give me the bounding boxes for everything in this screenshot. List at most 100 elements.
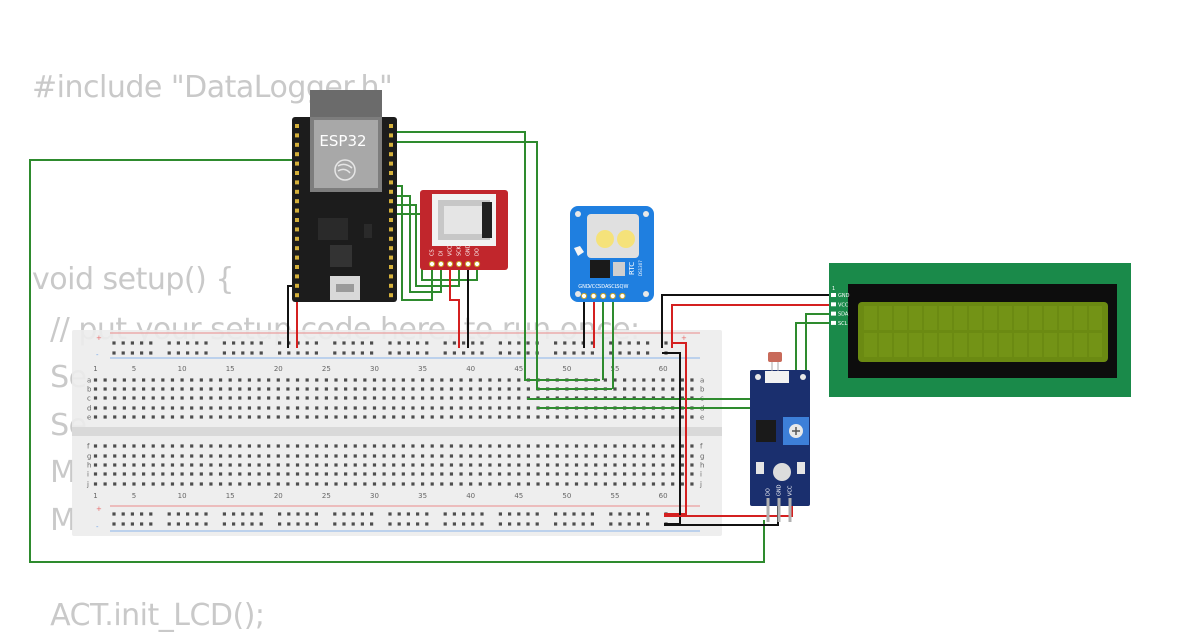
esp32-pin	[389, 208, 393, 213]
wire-i2c-scl[interactable]	[392, 141, 612, 390]
sensor-pin	[766, 498, 770, 522]
esp32-pin	[389, 133, 393, 138]
sd-pin-label: CS	[430, 249, 436, 256]
wire-lcd-scl[interactable]	[537, 322, 833, 409]
wire-i2c-sda[interactable]	[392, 131, 600, 381]
bb-column-label: 1	[93, 365, 97, 373]
esp32-pin	[389, 142, 393, 147]
sd-pin-label: SCK	[457, 245, 463, 256]
sensor-pin	[777, 498, 781, 522]
esp32-pin	[295, 236, 299, 241]
bb-column-label: 55	[611, 365, 620, 373]
esp32-pin	[389, 199, 393, 204]
ldr-sensor-icon	[768, 352, 782, 362]
rtc-pin-label: VCC	[588, 284, 599, 290]
rtc-pin-label: GND	[578, 284, 590, 290]
esp32-pin	[295, 124, 299, 128]
lcd-pin	[831, 293, 836, 297]
rtc-pin	[590, 292, 597, 300]
esp32-pin	[389, 180, 393, 185]
bb-column-label: 10	[178, 365, 187, 373]
code-line-include: #include "DataLogger.h"	[32, 70, 393, 105]
sd-pin	[473, 260, 481, 268]
bb-column-label: 50	[562, 492, 571, 500]
bb-column-label: 5	[132, 492, 136, 500]
bb-row-label: f	[700, 443, 703, 451]
bb-row-label: j	[699, 481, 702, 489]
esp32-pin	[295, 293, 299, 298]
breadboard-column-labels: 1155101015152020252530303535404045455050…	[93, 365, 667, 500]
sd-pin	[428, 260, 436, 268]
esp32-pin	[389, 236, 393, 241]
esp32-pin	[389, 265, 393, 269]
adafruit-logo-icon	[574, 246, 584, 256]
bb-row-label: e	[87, 414, 91, 422]
esp32-pin	[295, 283, 299, 288]
bb-column-label: 15	[226, 492, 235, 500]
sensor-pin	[788, 498, 792, 522]
wire-sd-do[interactable]	[392, 213, 478, 281]
bb-column-label: 50	[562, 365, 571, 373]
bb-column-label: 20	[274, 365, 283, 373]
esp32-pin	[295, 208, 299, 213]
esp32-label: ESP32	[319, 132, 366, 150]
wire-lcd-gnd[interactable]	[661, 294, 833, 348]
bb-row-label: g	[700, 453, 704, 461]
bb-column-label: 1	[93, 492, 97, 500]
rtc-pin	[619, 292, 626, 300]
bb-row-label: e	[700, 414, 704, 422]
lcd-pin	[831, 302, 836, 307]
breadboard-holes	[93, 341, 694, 526]
sd-pin-label: DO	[475, 248, 481, 256]
bb-column-label: 60	[659, 492, 668, 500]
sd-pin-label: VCC	[448, 245, 454, 256]
esp32-pin	[389, 189, 393, 194]
bb-row-label: f	[87, 443, 90, 451]
bb-column-label: 5	[132, 365, 136, 373]
esp32-pin	[389, 124, 393, 128]
esp32-pin	[295, 227, 299, 232]
esp32-pin	[295, 265, 299, 269]
bb-column-label: 45	[514, 365, 523, 373]
code-line-m-2: M	[32, 503, 76, 538]
wire-sensor-do[interactable]	[29, 159, 765, 563]
bb-column-label: 25	[322, 365, 331, 373]
lcd-pin-label: GND	[838, 293, 850, 299]
sd-pin-label: GND	[466, 244, 472, 256]
bb-column-label: 45	[514, 492, 523, 500]
wire-lcd-vcc[interactable]	[671, 304, 833, 348]
sd-pin	[464, 260, 472, 268]
esp32-pin	[295, 180, 299, 185]
wire-sd-cs[interactable]	[392, 185, 433, 301]
wire-rail-vcc[interactable]	[664, 342, 687, 515]
bb-row-label: a	[87, 377, 91, 385]
lcd-pin-index: 1	[832, 286, 835, 292]
esp32-pin	[295, 199, 299, 204]
breadboard[interactable]: + - + - + 115510101515202025253030353540…	[72, 330, 722, 536]
esp32-pin	[295, 218, 299, 222]
bb-row-label: d	[87, 405, 91, 413]
wire-lcd-sda[interactable]	[527, 313, 833, 400]
sd-pin-label: DI	[439, 251, 445, 256]
bb-row-label: a	[700, 377, 704, 385]
bb-row-label: h	[87, 462, 91, 470]
esp32-pin	[389, 274, 393, 279]
esp32-board[interactable]: ESP32	[292, 90, 397, 302]
code-line-init-lcd: ACT.init_LCD();	[32, 598, 265, 633]
bb-minus-top: -	[96, 351, 99, 359]
bb-row-label: i	[87, 471, 89, 479]
code-line-setup: void setup() {	[32, 262, 234, 297]
wire-sd-vcc[interactable]	[449, 266, 460, 348]
bb-plus-bottom: +	[96, 505, 102, 513]
lcd-pin-label: SCL	[838, 321, 848, 327]
esp32-pin	[389, 293, 393, 298]
esp32-pin	[295, 142, 299, 147]
wire-sd-di[interactable]	[392, 195, 442, 293]
